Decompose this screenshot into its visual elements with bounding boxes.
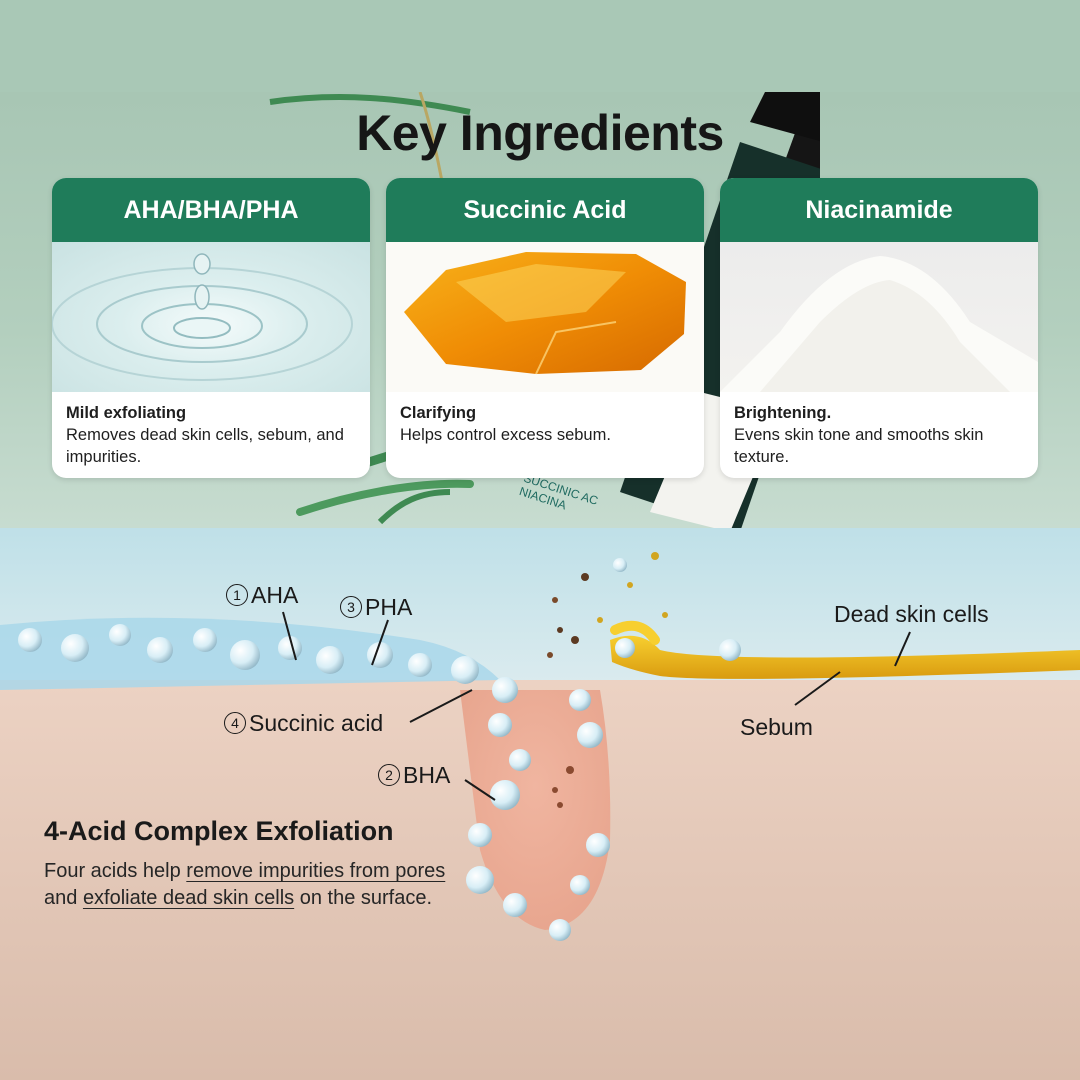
- callout-lines: [282, 611, 911, 801]
- ingredient-card-niacinamide: Niacinamide Brightening. Evens skin tone…: [720, 178, 1038, 478]
- amber-crystal-image: [386, 242, 704, 392]
- card-benefit-body: Removes dead skin cells, sebum, and impu…: [66, 426, 344, 466]
- impurity-particles: [547, 552, 668, 808]
- card-benefit-body: Evens skin tone and smooths skin texture…: [734, 426, 984, 466]
- page-title: Key Ingredients: [356, 105, 724, 161]
- exfoliation-heading: 4-Acid Complex Exfoliation: [44, 816, 394, 846]
- card-benefit-heading: Mild exfoliating: [66, 404, 187, 422]
- skin-exfoliation-diagram: [0, 528, 1080, 1080]
- card-benefit-heading: Clarifying: [400, 404, 477, 422]
- card-title: Succinic Acid: [386, 178, 704, 242]
- card-title: Niacinamide: [720, 178, 1038, 242]
- card-benefit-body: Helps control excess sebum.: [400, 426, 611, 444]
- card-title: AHA/BHA/PHA: [52, 178, 370, 242]
- top-band: [0, 0, 1080, 92]
- acid-bubbles: [18, 558, 741, 941]
- white-powder-image: [720, 242, 1038, 392]
- ingredient-card-aha-bha-pha: AHA/BHA/PHA Mild exfoliating Removes dea…: [52, 178, 370, 478]
- ingredient-card-succinic-acid: Succinic Acid Clarifying Helps control e…: [386, 178, 704, 478]
- label-dead-skin-cells: Dead skin cells: [834, 601, 989, 627]
- exfoliation-description: Four acids help remove impurities from p…: [44, 860, 446, 909]
- water-droplet-image: [52, 242, 370, 392]
- label-sebum: Sebum: [740, 714, 813, 740]
- card-benefit-heading: Brightening.: [734, 404, 832, 422]
